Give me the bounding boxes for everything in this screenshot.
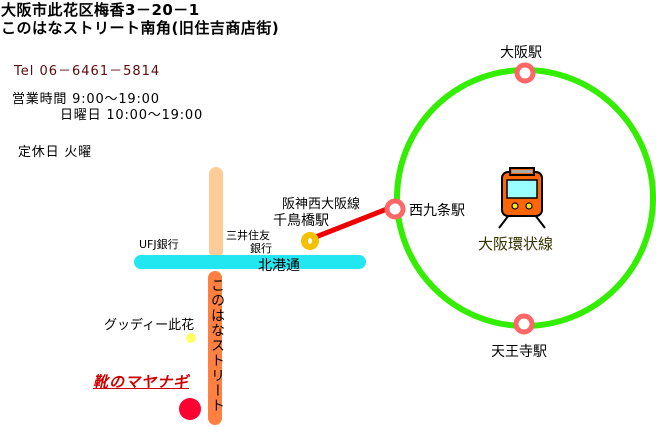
mitsui-sumitomo-label-1: 三井住友 xyxy=(226,229,270,242)
goodday-label: グッディー此花 xyxy=(104,318,195,333)
loop-line-label: 大阪環状線 xyxy=(478,235,554,253)
address-line-2: このはなストリート南角(旧住吉商店街) xyxy=(1,19,280,37)
konohana-street-label: このはなストリート xyxy=(209,278,225,413)
osaka-station-marker[interactable] xyxy=(514,62,536,84)
shop-marker[interactable] xyxy=(179,398,201,420)
chidoribashi-station-label: 千鳥橋駅 xyxy=(273,213,329,229)
hanshin-line xyxy=(307,204,393,243)
hanshin-line-label: 阪神西大阪線 xyxy=(282,197,361,212)
chidoribashi-station-hole xyxy=(308,238,312,244)
nishikujo-station-label: 西九条駅 xyxy=(409,203,465,219)
shop-name-label[interactable]: 靴のマヤナギ xyxy=(93,373,190,391)
tennoji-station-label: 天王寺駅 xyxy=(491,344,547,360)
nishikujo-station-marker[interactable] xyxy=(384,198,406,220)
business-hours-weekday: 営業時間 9:00～19:00 xyxy=(12,92,160,107)
ufj-bank-label: UFJ銀行 xyxy=(139,238,179,251)
osaka-station-label: 大阪駅 xyxy=(500,45,542,61)
closed-day: 定休日 火曜 xyxy=(18,145,92,160)
tennoji-station-marker[interactable] xyxy=(513,313,535,335)
business-hours-sunday: 日曜日 10:00～19:00 xyxy=(60,108,204,123)
address-line-1: 大阪市此花区梅香3－20－1 xyxy=(1,1,200,19)
goodday-marker[interactable] xyxy=(186,333,196,343)
train-icon xyxy=(498,167,546,229)
hokko-dori-label: 北港通 xyxy=(258,258,300,274)
mitsui-sumitomo-label-2: 銀行 xyxy=(250,242,272,255)
telephone: Tel 06－6461－5814 xyxy=(14,64,161,79)
